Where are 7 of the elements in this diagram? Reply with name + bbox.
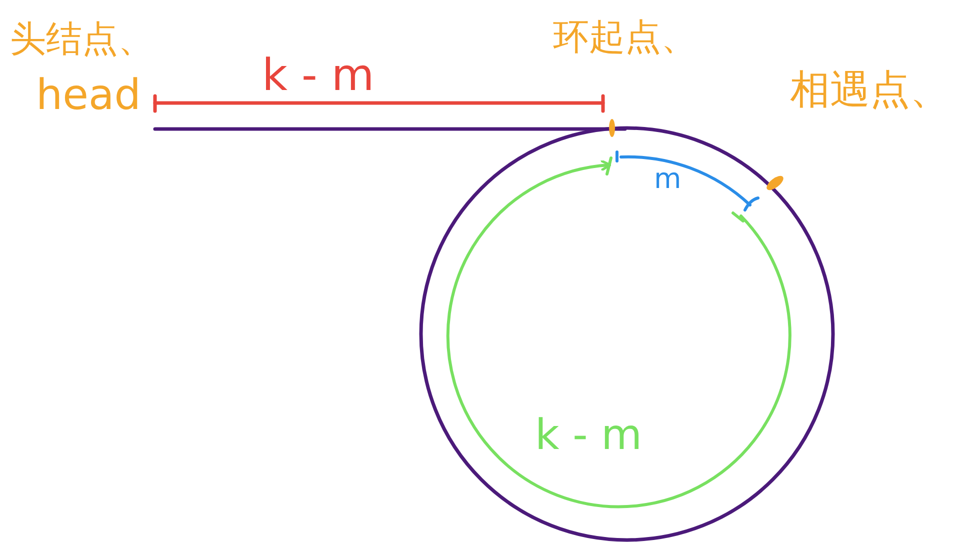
annotation-label: 环起点、 xyxy=(553,20,697,56)
annotation-label: head xyxy=(36,74,141,116)
annotation-label: m xyxy=(654,165,682,193)
annotation-label: 头结点、 xyxy=(10,22,154,58)
annotation-label: k - m xyxy=(262,54,374,98)
annotation-label: k - m xyxy=(535,414,642,456)
annotation-label: 相遇点、 xyxy=(790,70,950,110)
